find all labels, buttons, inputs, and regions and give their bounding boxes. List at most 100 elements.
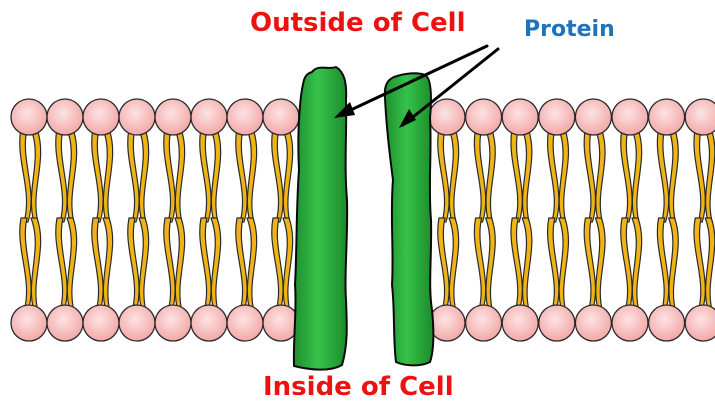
phospholipid-head-icon bbox=[685, 99, 715, 135]
fatty-acid-tail bbox=[272, 218, 283, 311]
phospholipid-head-icon bbox=[466, 305, 502, 341]
protein-label: Protein bbox=[524, 19, 615, 41]
fatty-acid-tail bbox=[632, 129, 642, 222]
phospholipid-head-icon bbox=[263, 99, 299, 135]
fatty-acid-tail bbox=[522, 129, 532, 222]
fatty-acid-tail bbox=[92, 218, 103, 311]
fatty-acid-tail bbox=[103, 218, 113, 311]
fatty-acid-tail bbox=[657, 218, 668, 311]
phospholipid-head-icon bbox=[11, 305, 47, 341]
fatty-acid-tail bbox=[584, 218, 595, 311]
fatty-acid-tail bbox=[128, 218, 139, 311]
fatty-acid-tail bbox=[272, 129, 283, 222]
fatty-acid-tail bbox=[92, 129, 103, 222]
phospholipid-head-icon bbox=[539, 305, 575, 341]
fatty-acid-tail bbox=[705, 218, 715, 311]
phospholipid-head-icon bbox=[155, 305, 191, 341]
fatty-acid-tail bbox=[584, 129, 595, 222]
fatty-acid-tail bbox=[621, 129, 632, 222]
fatty-acid-tail bbox=[657, 129, 668, 222]
phospholipid-head-icon bbox=[227, 99, 263, 135]
fatty-acid-tail bbox=[283, 129, 293, 222]
fatty-acid-tail bbox=[20, 218, 31, 311]
fatty-acid-tail bbox=[474, 129, 485, 222]
fatty-acid-tail bbox=[139, 129, 149, 222]
phospholipid-head-icon bbox=[539, 99, 575, 135]
fatty-acid-tail bbox=[474, 218, 485, 311]
phospholipid-head-icon bbox=[502, 99, 538, 135]
inside-of-cell-label: Inside of Cell bbox=[263, 374, 454, 400]
fatty-acid-tail bbox=[247, 129, 257, 222]
phospholipid-head-icon bbox=[47, 99, 83, 135]
fatty-acid-tail bbox=[511, 218, 522, 311]
fatty-acid-tail bbox=[175, 129, 185, 222]
fatty-acid-tail bbox=[211, 218, 221, 311]
fatty-acid-tail bbox=[236, 129, 247, 222]
phospholipid-head-icon bbox=[612, 99, 648, 135]
fatty-acid-tail bbox=[694, 218, 705, 311]
fatty-acid-tail bbox=[486, 129, 496, 222]
fatty-acid-tail bbox=[247, 218, 257, 311]
phospholipid-head-icon bbox=[575, 99, 611, 135]
phospholipid-head-icon bbox=[83, 305, 119, 341]
fatty-acid-tail bbox=[438, 218, 449, 311]
fatty-acid-tail bbox=[67, 129, 77, 222]
fatty-acid-tail bbox=[705, 129, 715, 222]
phospholipid-head-icon bbox=[11, 99, 47, 135]
fatty-acid-tail bbox=[449, 218, 459, 311]
phospholipid-head-icon bbox=[83, 99, 119, 135]
fatty-acid-tail bbox=[438, 129, 449, 222]
fatty-acid-tail bbox=[559, 129, 569, 222]
phospholipid-head-icon bbox=[191, 305, 227, 341]
fatty-acid-tail bbox=[139, 218, 149, 311]
fatty-acid-tail bbox=[236, 218, 247, 311]
fatty-acid-tail bbox=[67, 218, 77, 311]
fatty-acid-tail bbox=[164, 129, 175, 222]
phospholipid-head-icon bbox=[429, 305, 465, 341]
fatty-acid-tail bbox=[511, 129, 522, 222]
fatty-acid-tail bbox=[56, 129, 67, 222]
phospholipid-head-icon bbox=[227, 305, 263, 341]
fatty-acid-tail bbox=[694, 129, 705, 222]
fatty-acid-tail bbox=[548, 129, 559, 222]
fatty-acid-tail bbox=[200, 129, 211, 222]
phospholipid-head-icon bbox=[119, 99, 155, 135]
phospholipid-head-icon bbox=[649, 99, 685, 135]
protein-channel-icon bbox=[294, 67, 347, 370]
fatty-acid-tail bbox=[283, 218, 293, 311]
phospholipid-head-icon bbox=[575, 305, 611, 341]
fatty-acid-tail bbox=[548, 218, 559, 311]
phospholipid-head-icon bbox=[155, 99, 191, 135]
phosphate-heads bbox=[11, 99, 715, 341]
outside-of-cell-label: Outside of Cell bbox=[250, 10, 466, 36]
phospholipid-head-icon bbox=[466, 99, 502, 135]
phospholipid-head-icon bbox=[429, 99, 465, 135]
fatty-acid-tail bbox=[103, 129, 113, 222]
fatty-acid-tail bbox=[128, 129, 139, 222]
transmembrane-proteins bbox=[294, 67, 433, 370]
phospholipid-head-icon bbox=[47, 305, 83, 341]
fatty-acid-tail bbox=[595, 218, 605, 311]
fatty-acid-tail bbox=[31, 129, 41, 222]
fatty-acid-tail bbox=[200, 218, 211, 311]
phospholipid-head-icon bbox=[119, 305, 155, 341]
fatty-acid-tail bbox=[669, 218, 679, 311]
phospholipid-head-icon bbox=[191, 99, 227, 135]
fatty-acid-tail bbox=[31, 218, 41, 311]
fatty-acid-tail bbox=[164, 218, 175, 311]
fatty-acid-tail bbox=[522, 218, 532, 311]
phospholipid-head-icon bbox=[502, 305, 538, 341]
phospholipid-head-icon bbox=[649, 305, 685, 341]
phospholipid-head-icon bbox=[612, 305, 648, 341]
fatty-acid-tail bbox=[669, 129, 679, 222]
phospholipid-head-icon bbox=[685, 305, 715, 341]
fatty-acid-tail bbox=[449, 129, 459, 222]
fatty-acid-tail bbox=[486, 218, 496, 311]
fatty-acid-tails bbox=[20, 129, 715, 311]
fatty-acid-tail bbox=[559, 218, 569, 311]
fatty-acid-tail bbox=[595, 129, 605, 222]
fatty-acid-tail bbox=[20, 129, 31, 222]
fatty-acid-tail bbox=[211, 129, 221, 222]
